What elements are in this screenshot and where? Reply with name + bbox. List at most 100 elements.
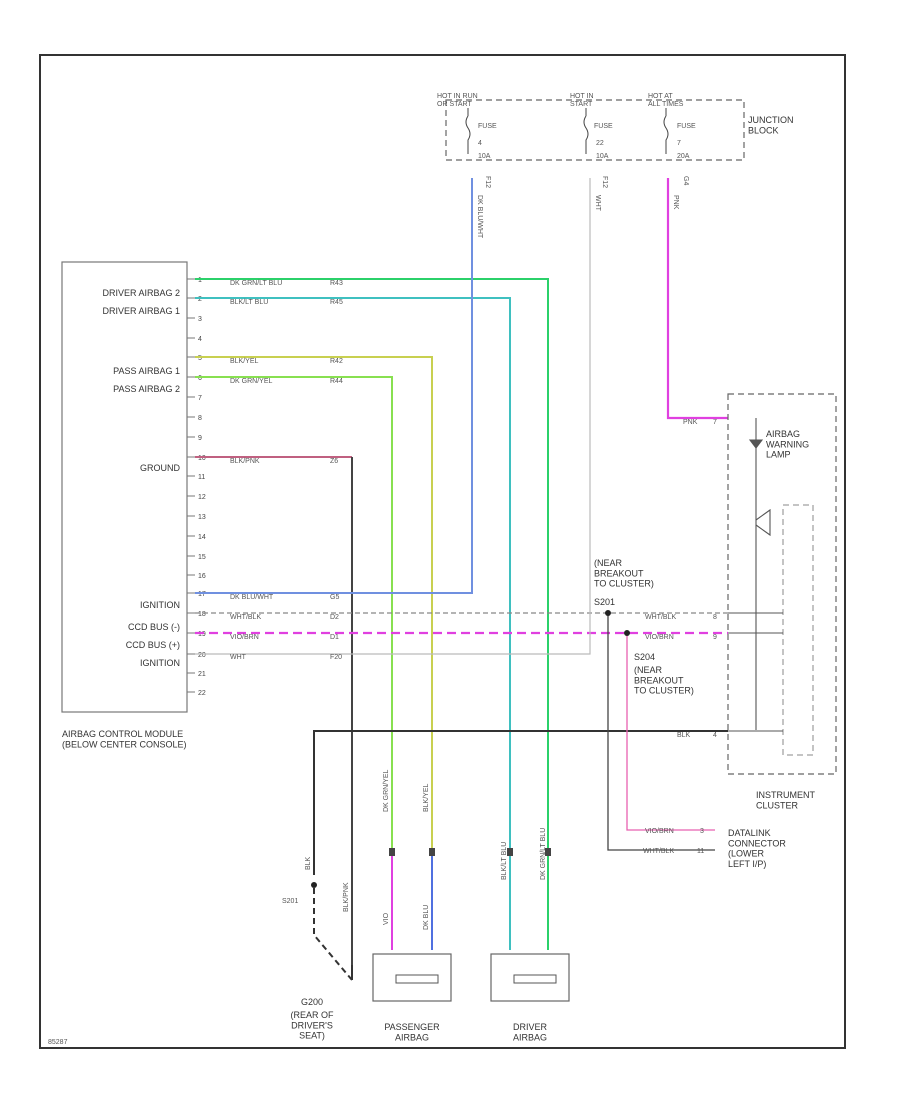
svg-text:R43: R43 [330, 280, 343, 287]
svg-text:G4: G4 [682, 176, 689, 185]
svg-text:10A: 10A [596, 153, 609, 160]
svg-text:DK BLU/WHT: DK BLU/WHT [230, 594, 274, 601]
svg-text:22: 22 [596, 140, 604, 147]
module-pin-22: 22 [198, 690, 206, 697]
svg-text:20A: 20A [677, 153, 690, 160]
svg-text:DK GRN/YEL: DK GRN/YEL [383, 769, 390, 812]
module-pin-11: 11 [198, 474, 205, 481]
svg-text:DK BLU/WHT: DK BLU/WHT [476, 195, 483, 239]
svg-text:3: 3 [700, 828, 704, 835]
svg-text:VIO: VIO [383, 912, 390, 925]
module-pin-4: 4 [198, 336, 202, 343]
airbag-squib-symbols [395, 974, 557, 984]
module-pin-10: 10 [198, 455, 206, 462]
module-pin-18: 18 [198, 611, 206, 618]
fuse-symbols [465, 108, 669, 154]
svg-text:G200: G200 [301, 997, 323, 1007]
svg-text:D1: D1 [330, 634, 339, 641]
wire-pin20 [195, 178, 591, 655]
datalink-splice-wires [605, 610, 715, 851]
connector-marks [389, 848, 551, 856]
svg-text:WHT/BLK: WHT/BLK [643, 848, 674, 855]
svg-text:F20: F20 [330, 654, 342, 661]
wire-pin6 [195, 376, 393, 850]
module-pin-2: 2 [198, 296, 202, 303]
svg-text:7: 7 [677, 140, 681, 147]
svg-text:F12: F12 [601, 176, 608, 188]
svg-text:PASS AIRBAG 2: PASS AIRBAG 2 [113, 384, 180, 394]
module-pin-7: 7 [198, 395, 202, 402]
module-labels: DRIVER AIRBAG 2 DRIVER AIRBAG 1 PASS AIR… [102, 288, 180, 668]
module-pin-8: 8 [198, 415, 202, 422]
svg-text:IGNITION: IGNITION [140, 600, 180, 610]
svg-text:DK GRN/LT BLU: DK GRN/LT BLU [540, 828, 547, 880]
svg-text:G5: G5 [330, 594, 339, 601]
svg-text:IGNITION: IGNITION [140, 658, 180, 668]
svg-text:WHT/BLK: WHT/BLK [645, 614, 676, 621]
svg-text:BLK/LT BLU: BLK/LT BLU [501, 842, 508, 880]
svg-text:FUSE: FUSE [677, 123, 696, 130]
svg-text:FUSE: FUSE [594, 123, 613, 130]
cluster-wire-labels: PNK 7 WHT/BLK 8 VIO/BRN 9 BLK 4 [645, 419, 717, 739]
svg-text:CCD BUS (+): CCD BUS (+) [126, 640, 180, 650]
module-pin-20: 20 [198, 652, 206, 659]
svg-text:BLK/LT BLU: BLK/LT BLU [230, 299, 268, 306]
svg-text:S201: S201 [594, 597, 615, 607]
wire-ground-cluster [313, 730, 728, 875]
svg-text:DK BLU: DK BLU [423, 905, 430, 930]
wire-pin17 [195, 178, 473, 594]
module-pin-3: 3 [198, 316, 202, 323]
svg-text:WHT/BLK: WHT/BLK [230, 614, 261, 621]
svg-text:10A: 10A [478, 153, 491, 160]
svg-text:WHT: WHT [594, 195, 601, 212]
svg-text:FUSE: FUSE [478, 123, 497, 130]
svg-text:11: 11 [697, 848, 704, 855]
svg-text:GROUND: GROUND [140, 463, 180, 473]
svg-text:WHT: WHT [230, 654, 247, 661]
svg-text:7: 7 [713, 419, 717, 426]
cluster-internal-wiring [728, 418, 783, 732]
wire-labels: DK GRN/LT BLU R43 BLK/LT BLU R45 BLK/YEL… [230, 280, 343, 661]
svg-text:BLK/YEL: BLK/YEL [423, 783, 430, 812]
svg-text:9: 9 [713, 634, 717, 641]
wire-pin10 [195, 456, 353, 965]
wire-pin5 [195, 356, 433, 850]
vertical-wire-labels: DK BLU/WHT WHT PNK DK GRN/YEL BLK/YEL BL… [305, 195, 679, 930]
module-pin-9: 9 [198, 435, 202, 442]
driver-airbag [490, 953, 570, 1002]
airbag-lead-wires [391, 856, 549, 950]
svg-text:S201: S201 [282, 898, 298, 905]
module-pin-5: 5 [198, 355, 202, 362]
svg-text:VIO/BRN: VIO/BRN [645, 634, 674, 641]
svg-text:VIO/BRN: VIO/BRN [645, 828, 674, 835]
wire-pin2 [195, 297, 511, 850]
passenger-airbag [372, 953, 452, 1002]
module-pin-14: 14 [198, 534, 206, 541]
svg-text:PNK: PNK [672, 195, 679, 210]
module-pin-13: 13 [198, 514, 206, 521]
svg-text:BLK/PNK: BLK/PNK [230, 458, 260, 465]
module-pin-17: 17 [198, 591, 206, 598]
svg-text:PNK: PNK [683, 419, 698, 426]
ground-splice: S201 [282, 882, 353, 981]
module-pin-12: 12 [198, 494, 206, 501]
module-pin-19: 19 [198, 631, 206, 638]
